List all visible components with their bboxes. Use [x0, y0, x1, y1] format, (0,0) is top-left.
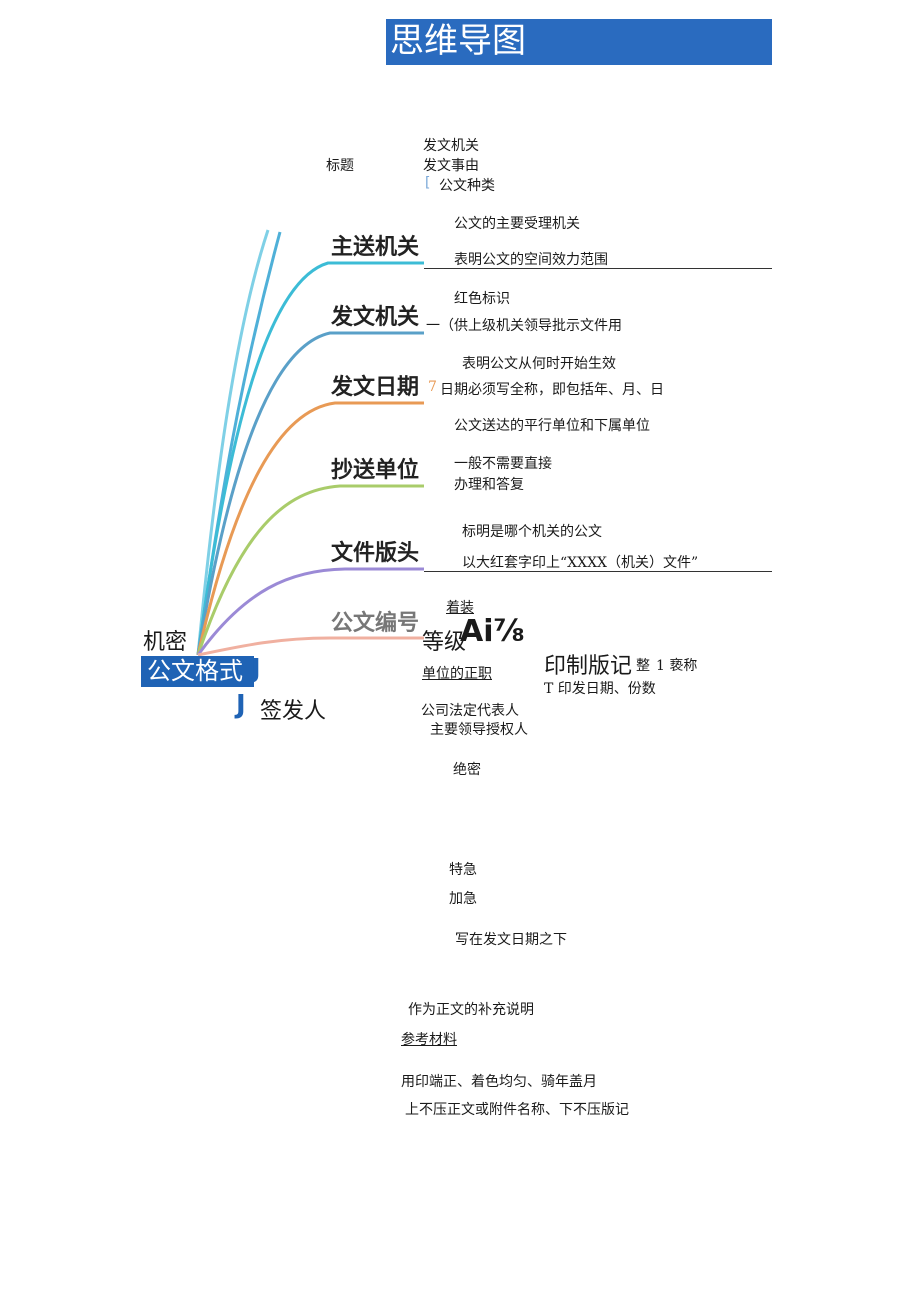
page-title: 思维导图 [390, 21, 526, 61]
branch-bantou: 文件版头 [331, 541, 420, 566]
note-bantou-2: 以大红套字印上“XXXX（机关）文件” [462, 555, 699, 571]
note-teji: 特急 [449, 862, 477, 878]
root-label: 公文格式 [147, 657, 243, 685]
note-ai-glyph: Ai⅞ [460, 614, 525, 649]
note-zheng-tail: 1 亵称 [656, 658, 698, 674]
branch-riqi: 发文日期 [331, 375, 420, 400]
connector-zhusong [196, 261, 424, 656]
note-zhusong-2: 表明公文的空间效力范围 [454, 252, 608, 268]
note-fawen-prefix: 一 [426, 318, 440, 334]
connector-riqi [196, 401, 424, 656]
note-xiezai: 写在发文日期之下 [455, 932, 567, 948]
note-zhusong-1: 公文的主要受理机关 [454, 216, 580, 232]
title-bracket: [ [425, 175, 431, 191]
root-node: 公文格式 [141, 656, 254, 687]
connector-extra-1 [196, 229, 270, 656]
side-label-jimi: 机密 [143, 630, 188, 655]
connector-fawen [196, 331, 424, 656]
connector-bantou [196, 567, 424, 656]
note-yinfa: T 印发日期、份数 [544, 681, 656, 697]
root-glyph: J [251, 654, 261, 684]
qianfaren-glyph: J [236, 690, 246, 720]
note-riqi-1: 表明公文从何时开始生效 [462, 356, 616, 372]
note-riqi-2: 日期必须写全称，即包括年、月、日 [440, 382, 664, 398]
note-danwei: 单位的正职 [422, 666, 492, 682]
branch-fawen: 发文机关 [331, 305, 420, 330]
note-zhuangding: 着装 [446, 600, 474, 616]
note-zheng: 整 [636, 658, 650, 674]
note-zuowei: 作为正文的补充说明 [408, 1002, 534, 1018]
note-jiaji: 加急 [449, 891, 477, 907]
divider-1 [424, 268, 772, 269]
note-chaosong-3: 办理和答复 [454, 477, 524, 493]
note-fawen-1: 红色标识 [454, 291, 510, 307]
note-zhuyao: 主要领导授权人 [430, 722, 528, 738]
note-dengji: 等级 [422, 630, 467, 655]
branch-bianhao: 公文编号 [331, 611, 420, 636]
branch-chaosong: 抄送单位 [331, 458, 420, 483]
divider-2 [424, 571, 772, 572]
note-chaosong-1: 公文送达的平行单位和下属单位 [454, 418, 650, 434]
note-chaosong-2: 一般不需要直接 [454, 456, 552, 472]
title-bar: 思维导图 [386, 19, 772, 65]
title-item-fawenjiguan: 发文机关 [423, 138, 479, 154]
branch-zhusong: 主送机关 [331, 235, 420, 260]
note-shangbu: 上不压正文或附件名称、下不压版记 [405, 1102, 629, 1118]
note-yongyin: 用印端正、着色均匀、骑年盖月 [401, 1074, 597, 1090]
note-gongsi: 公司法定代表人 [421, 703, 519, 719]
title-node-label: 标题 [326, 158, 354, 174]
connector-bianhao [197, 636, 424, 657]
note-bantou-1: 标明是哪个机关的公文 [462, 524, 602, 540]
note-cankao: 参考材料 [401, 1032, 457, 1048]
note-fawen-2: （供上级机关领导批示文件用 [440, 318, 622, 334]
side-label-qianfaren: 签发人 [260, 699, 327, 724]
note-juemi: 绝密 [453, 762, 481, 778]
title-item-fawenshiyou: 发文事由 [423, 158, 479, 174]
note-yinzhi: 印制版记 [544, 654, 633, 679]
title-item-gongwenzhonglei: 公文种类 [439, 178, 495, 194]
connector-chaosong [196, 484, 424, 656]
note-riqi-prefix: 7 [428, 379, 437, 395]
